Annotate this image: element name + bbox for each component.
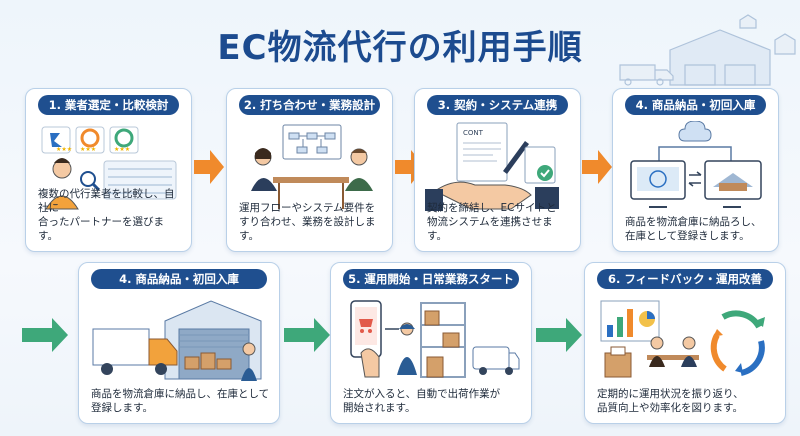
green-arrow-right-icon [22, 318, 68, 352]
step-card-4b: 4. 商品納品・初回入庫 商品を物流倉庫に納品し、在庫として 登録します。 [78, 262, 280, 424]
step-4b-title: 4. 商品納品・初回入庫 [91, 269, 267, 289]
orange-arrow-right-icon [194, 150, 224, 184]
step-6-description: 定期的に運用状況を振り返り、 品質向上や効率化を図ります。 [597, 388, 744, 414]
green-arrow-right-icon [536, 318, 582, 352]
orange-arrow-right-icon [582, 150, 612, 184]
step-card-4: 4. 商品納品・初回入庫 商品を物流倉庫に納品ろし、 在庫として登録きします。 [612, 88, 779, 252]
contract-handshake-icon: CONT [425, 122, 559, 211]
step-card-3: 3. 契約・システム連携 CONT 契約を締結し、ECサイトと 物流システムを連… [414, 88, 581, 252]
step-2-description: 運用フローやシステム要件を すり合わせ、業務を設計します。 [239, 202, 376, 242]
contract-doc-label: CONT [463, 129, 484, 137]
svg-text:★★★: ★★★ [80, 146, 96, 153]
step-card-2: 2. 打ち合わせ・業務設計 運用フローやシステム要件を すり合わせ、業務を設計し… [226, 88, 393, 252]
step-3-title: 3. 契約・システム連携 [427, 95, 568, 115]
svg-text:★★★: ★★★ [114, 146, 130, 153]
step-4-description: 商品を物流倉庫に納品ろし、 在庫として登録きします。 [625, 216, 762, 242]
step-1-description: 複数の代行業者を比較し、自社に 合ったパートナーを選びます。 [38, 188, 175, 242]
step-5-title: 5. 運用開始・日常業務スタート [343, 269, 519, 289]
step-6-title: 6. フィードバック・運用改善 [597, 269, 773, 289]
step-card-6: 6. フィードバック・運用改善 定期的に運用状況を振り返り、 品質向上や効率化を… [584, 262, 786, 424]
green-arrow-right-icon [284, 318, 330, 352]
step-4b-description: 商品を物流倉庫に納品し、在庫として 登録します。 [91, 388, 270, 414]
step-1-title: 1. 業者選定・比較検討 [38, 95, 179, 115]
step-card-1: 1. 業者選定・比較検討 ★★★ ★★★ ★★★ 複数の代行業者を比較し、自社に… [25, 88, 192, 252]
order-shipping-icon [350, 300, 520, 378]
warehouse-delivery-icon [92, 300, 262, 381]
warehouse-background-icon [619, 14, 796, 86]
step-card-5: 5. 運用開始・日常業務スタート 注文が入ると、自動で出荷作業が 開始されます。 [330, 262, 532, 424]
system-sync-icon [630, 121, 762, 208]
step-3-description: 契約を締結し、ECサイトと 物流システムを連携させます。 [427, 202, 557, 242]
step-5-description: 注文が入ると、自動で出荷作業が 開始されます。 [343, 388, 501, 414]
svg-text:★★★: ★★★ [56, 146, 72, 153]
step-4-title: 4. 商品納品・初回入庫 [625, 95, 766, 115]
page-title: EC物流代行の利用手順 [217, 28, 583, 68]
meeting-icon [251, 124, 373, 209]
feedback-improvement-icon [600, 300, 765, 378]
vendor-comparison-icon: ★★★ ★★★ ★★★ [41, 126, 177, 210]
step-2-title: 2. 打ち合わせ・業務設計 [239, 95, 380, 115]
